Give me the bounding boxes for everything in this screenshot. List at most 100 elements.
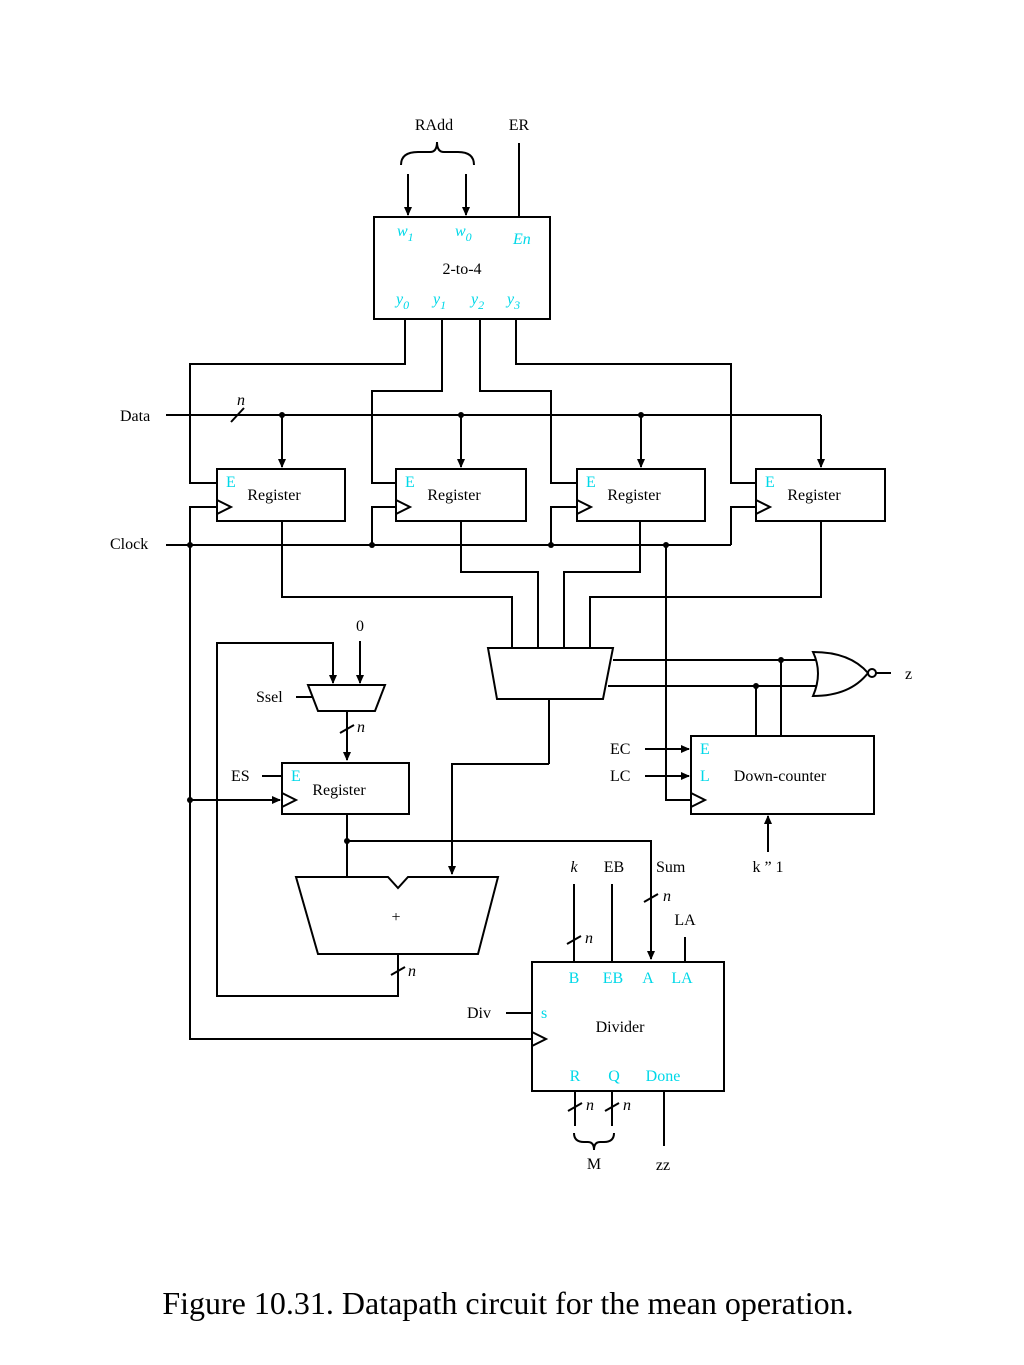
m-label: M [587, 1156, 601, 1173]
radd-label: RAdd [415, 117, 453, 134]
r-width-label: n [586, 1097, 594, 1114]
reg1-to-mux [281, 521, 513, 648]
register-4: E Register [755, 468, 886, 522]
sum-label: Sum [656, 859, 686, 876]
clock-to-reg2 [371, 506, 396, 545]
figure-caption: Figure 10.31. Datapath circuit for the m… [162, 1285, 853, 1321]
adder-width-slash [390, 966, 406, 976]
div-label: Div [467, 1005, 491, 1022]
adder-width-label: n [408, 963, 416, 980]
y0-enable-wire [189, 319, 406, 484]
down-counter-enable: E [700, 741, 710, 758]
register-1: E Register [216, 468, 346, 522]
zero-label: 0 [356, 618, 364, 635]
clock-to-divider [189, 545, 532, 1040]
ssel-label: Ssel [256, 689, 283, 706]
clock-junction-5 [187, 797, 193, 803]
decoder-y1-label: y1 [431, 291, 446, 312]
q-width-label: n [623, 1097, 631, 1114]
register-4-label: Register [787, 487, 841, 504]
register-4-enable: E [765, 474, 775, 491]
y3-enable-wire [515, 319, 756, 484]
decoder-y0-label: y0 [394, 291, 409, 312]
decoder-y3-label: y3 [505, 291, 520, 312]
b-width-slash [566, 935, 582, 945]
adder-feedback-wire [216, 642, 399, 997]
radd-brace [400, 141, 475, 166]
clock-to-reg3 [550, 506, 577, 545]
m-brace [573, 1132, 615, 1151]
sum-select-mux [306, 684, 387, 712]
down-counter: E L Down-counter [690, 735, 875, 815]
clock-label: Clock [110, 536, 148, 553]
y2-enable-wire [479, 319, 577, 484]
register-3-label: Register [607, 487, 661, 504]
divider-port-la: LA [671, 970, 693, 987]
register-3-enable: E [586, 474, 596, 491]
z-label: z [905, 666, 912, 683]
decoder-title: 2-to-4 [442, 261, 481, 278]
down-counter-load: L [700, 768, 710, 785]
decoder-w0-label: w0 [455, 223, 472, 244]
nor-gate [811, 650, 870, 698]
register-1-enable: E [226, 474, 236, 491]
sum-width-slash [643, 893, 659, 903]
zz-label: zz [656, 1157, 670, 1174]
nor-junction-2 [753, 683, 759, 689]
decoder-y2-label: y2 [469, 291, 484, 312]
decoder-w1-label: w1 [397, 223, 414, 244]
divider-port-a: A [642, 970, 654, 987]
register-2: E Register [395, 468, 527, 522]
eb-label: EB [604, 859, 624, 876]
sum-width-label: n [663, 888, 671, 905]
divider-label: Divider [596, 1019, 646, 1036]
divider-port-s: s [541, 1005, 547, 1022]
sum-register: E Register [281, 762, 410, 815]
adder [294, 876, 500, 955]
divider-port-eb: EB [603, 970, 623, 987]
data-width-slash [230, 407, 245, 423]
nor-inverter-bubble [867, 668, 877, 678]
k-label: k [570, 859, 578, 876]
divider-port-r: R [570, 1068, 581, 1085]
k-minus-1-label: k ” 1 [752, 859, 783, 876]
decoder-en-label: En [512, 231, 531, 248]
register-2-enable: E [405, 474, 415, 491]
clock-to-reg1 [189, 506, 217, 545]
divider-port-done: Done [646, 1068, 681, 1085]
clock-to-counter [665, 545, 691, 801]
down-counter-label: Down-counter [734, 768, 827, 785]
data-label: Data [120, 408, 150, 425]
decoder-2to4: w1 w0 En 2-to-4 y0 y1 y2 y3 [373, 216, 551, 320]
register-select-mux [486, 647, 615, 700]
sum-register-label: Register [312, 782, 366, 799]
lc-label: LC [610, 768, 630, 785]
sum-to-divider-a [347, 840, 655, 960]
data-width-label: n [237, 392, 245, 409]
la-label: LA [674, 912, 696, 929]
register-2-label: Register [427, 487, 481, 504]
y1-enable-wire [371, 319, 443, 484]
es-label: ES [231, 768, 250, 785]
r-width-slash [567, 1102, 583, 1112]
b-width-label: n [585, 930, 593, 947]
counter-bit-wire-2 [608, 685, 757, 736]
reg3-to-mux [563, 521, 641, 648]
reg4-to-mux [589, 521, 822, 648]
er-label: ER [509, 117, 530, 134]
mux-to-adder [448, 763, 549, 875]
ssel-width-slash [339, 724, 355, 734]
nor-junction-1 [778, 657, 784, 663]
q-width-slash [604, 1102, 620, 1112]
sum-register-enable: E [291, 768, 301, 785]
divider: B EB A LA s Divider R Q Done [531, 961, 725, 1092]
register-3: E Register [576, 468, 706, 522]
divider-port-q: Q [608, 1068, 620, 1085]
reg2-to-mux [460, 521, 539, 648]
ec-label: EC [610, 741, 630, 758]
register-1-label: Register [247, 487, 301, 504]
clock-to-reg4 [730, 506, 756, 545]
adder-label: + [391, 909, 400, 926]
ssel-width-label: n [357, 719, 365, 736]
